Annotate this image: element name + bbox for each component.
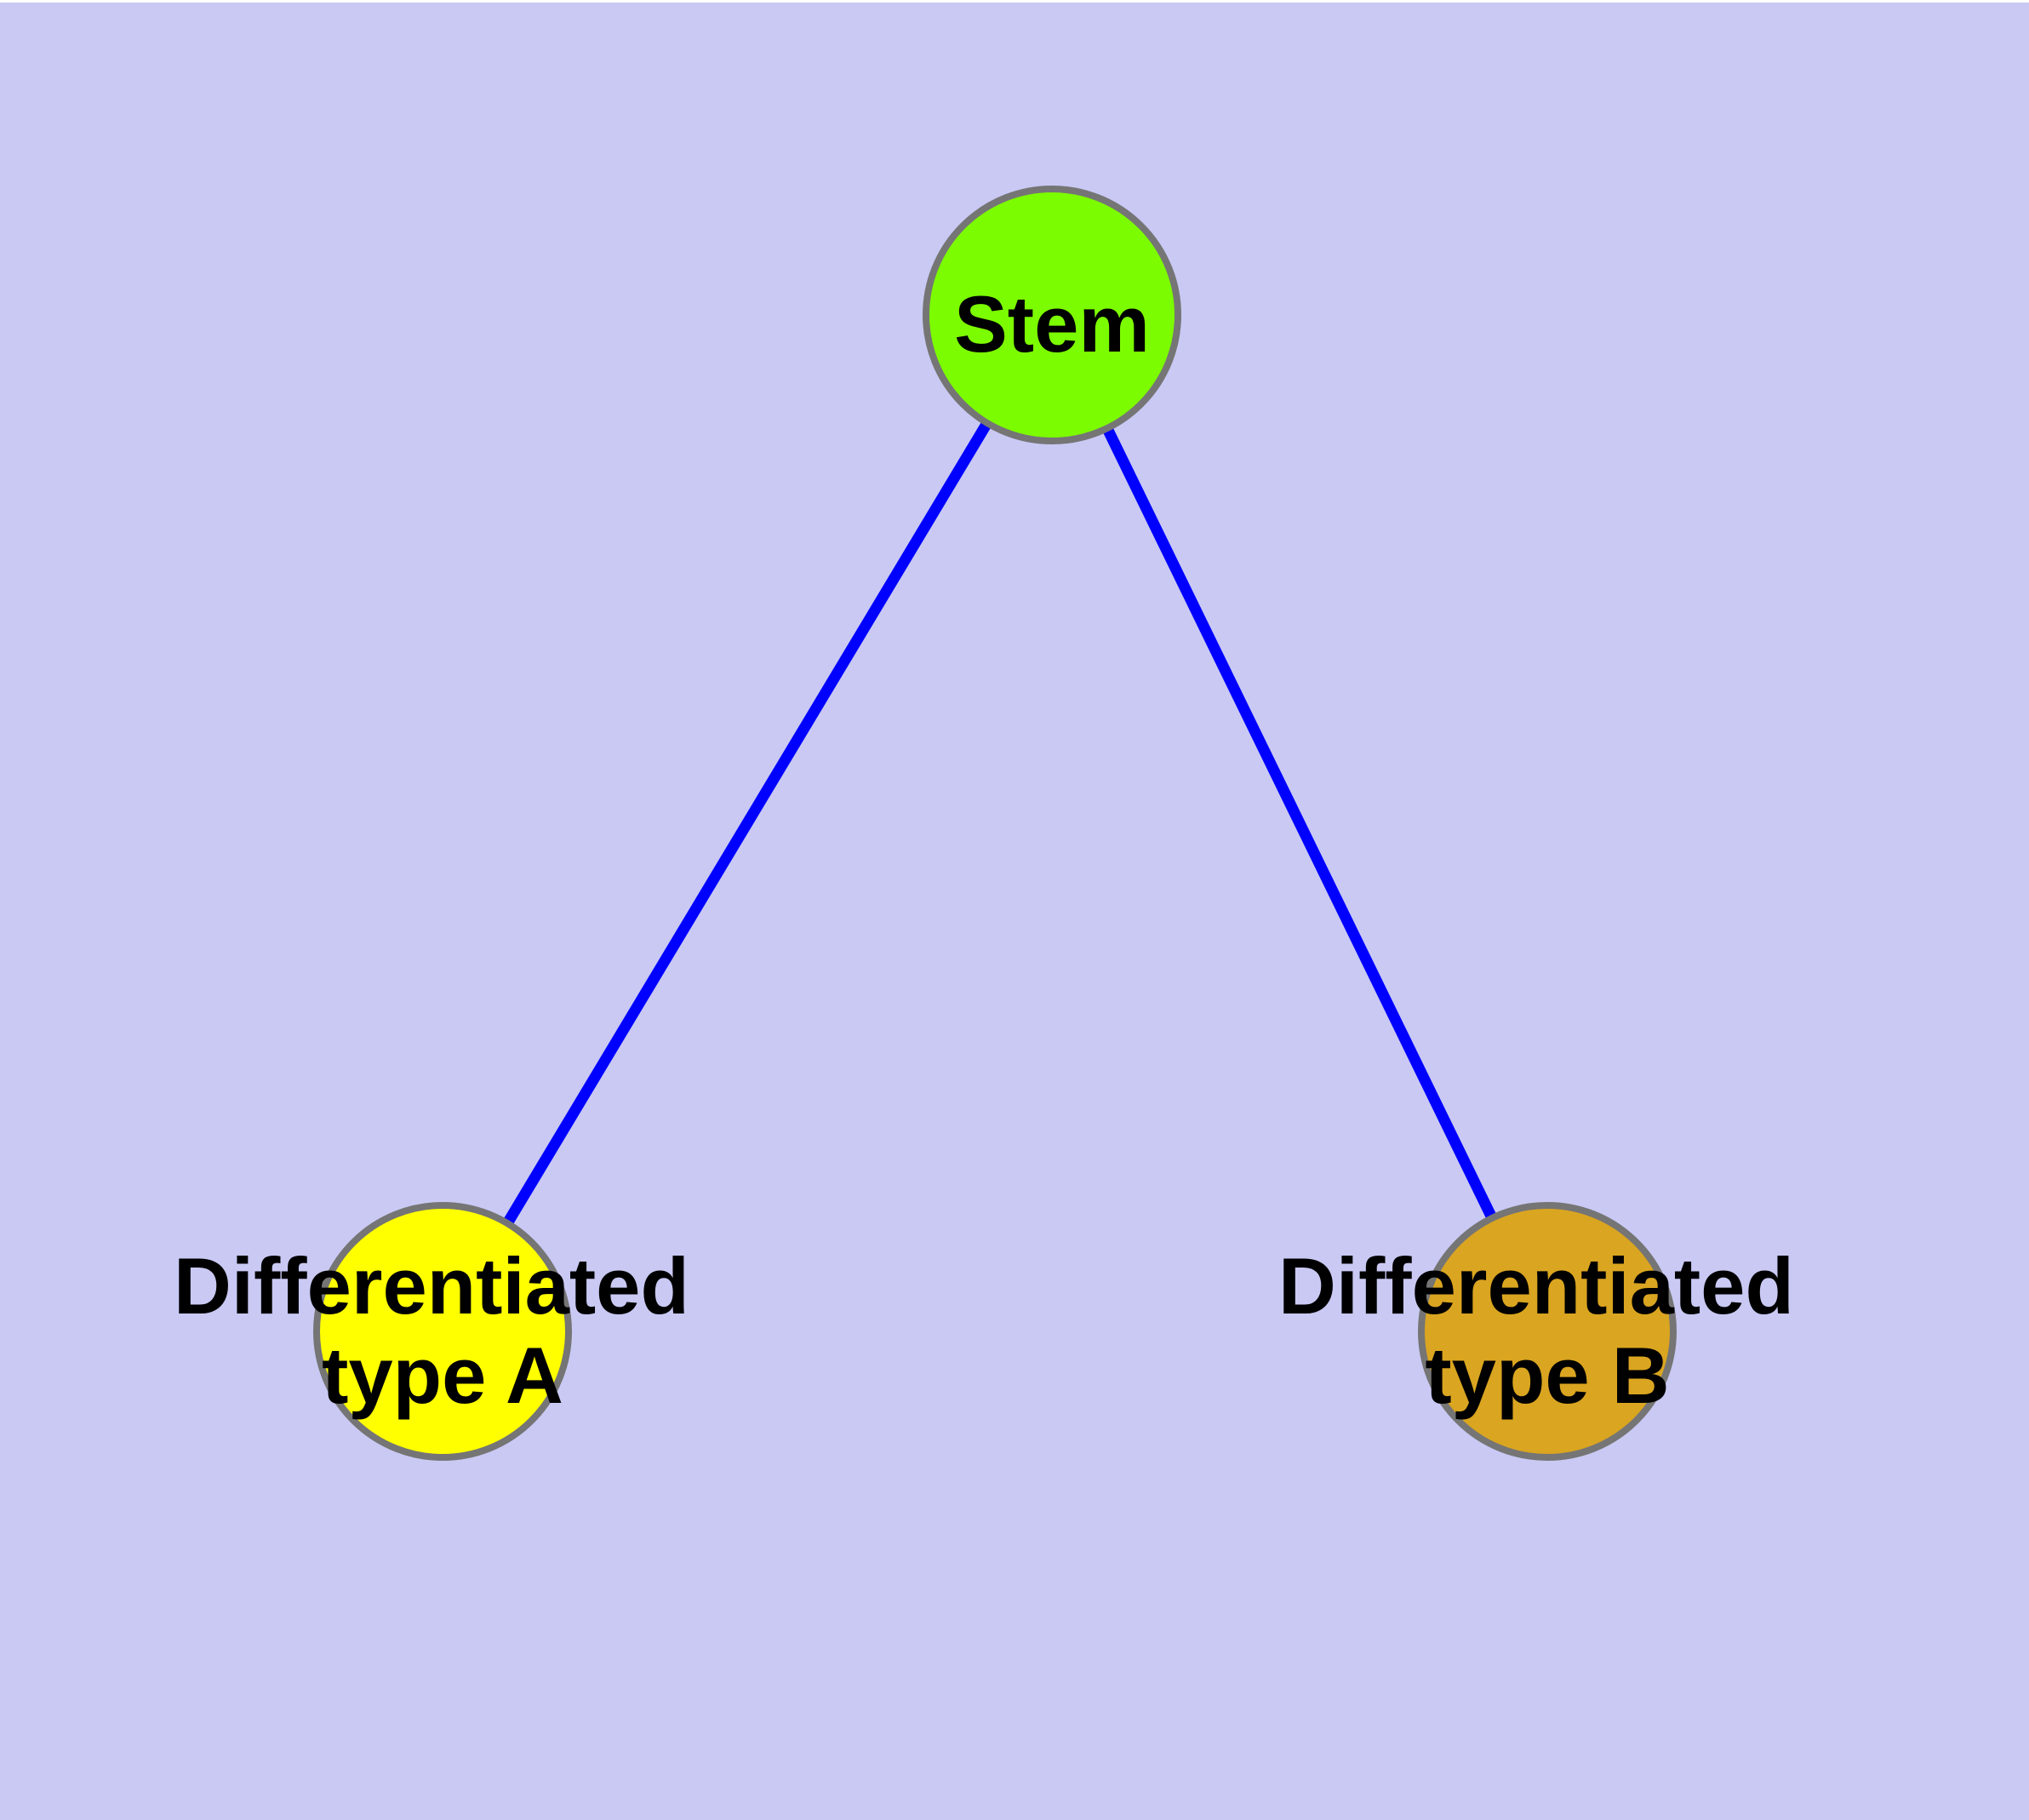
stem-node <box>923 186 1181 444</box>
stem-node-label: Stem <box>954 279 1150 369</box>
node-group <box>313 186 1677 1461</box>
type-a-node-label: Differentiated type A <box>174 1241 712 1420</box>
type-b-label-line1: Differentiated <box>1278 1241 1794 1331</box>
edge-stem-to-type-a <box>437 312 1057 1335</box>
type-a-label-line1: Differentiated <box>174 1241 689 1331</box>
label-group: Stem Differentiated type A Differentiate… <box>174 279 1816 1420</box>
differentiated-type-b-node <box>1418 1202 1677 1461</box>
type-b-label-line2: type B <box>1425 1331 1669 1420</box>
edge-group <box>437 312 1552 1335</box>
edge-stem-to-type-b <box>1047 312 1552 1334</box>
type-b-node-label: Differentiated type B <box>1278 1241 1816 1420</box>
differentiated-type-a-node <box>313 1202 572 1461</box>
type-a-label-line2: type A <box>322 1331 563 1420</box>
